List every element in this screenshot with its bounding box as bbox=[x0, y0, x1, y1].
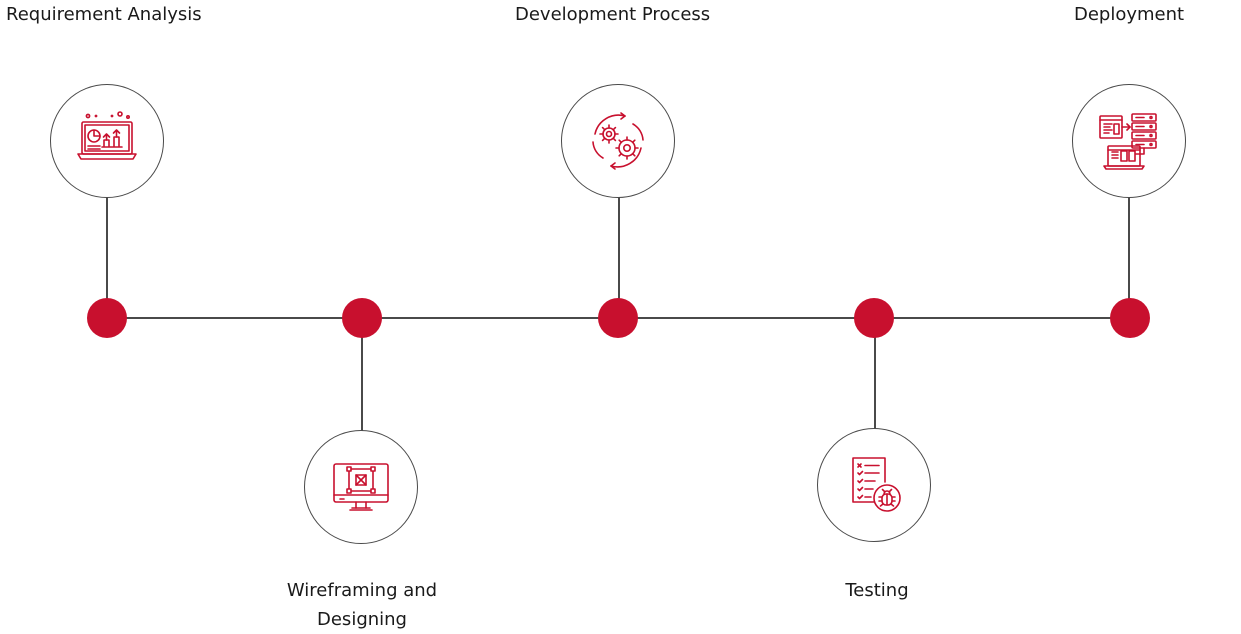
step-icon-circle-development-process bbox=[561, 84, 675, 198]
analytics-laptop-icon bbox=[77, 111, 137, 160]
timeline-dot-2 bbox=[342, 298, 382, 338]
step-label-requirement-analysis: Requirement Analysis bbox=[6, 4, 202, 25]
timeline-dot-1 bbox=[87, 298, 127, 338]
server-deploy-icon bbox=[1099, 113, 1157, 170]
gears-cycle-icon bbox=[592, 112, 644, 170]
connector-requirement-analysis bbox=[106, 196, 108, 300]
connector-deployment bbox=[1128, 196, 1130, 300]
step-icon-circle-testing bbox=[817, 428, 931, 542]
connector-development bbox=[618, 196, 620, 300]
timeline-dot-5 bbox=[1110, 298, 1150, 338]
step-icon-circle-wireframing bbox=[304, 430, 418, 544]
step-label-wireframing-line2: Designing bbox=[317, 609, 407, 630]
step-label-wireframing-line1: Wireframing and bbox=[286, 580, 438, 601]
step-label-deployment: Deployment bbox=[1074, 4, 1185, 25]
wireframe-monitor-icon bbox=[333, 463, 389, 511]
step-label-development-process: Development Process bbox=[515, 4, 711, 25]
step-label-wireframing: Wireframing and Designing bbox=[262, 576, 462, 634]
step-icon-circle-requirement-analysis bbox=[50, 84, 164, 198]
timeline-dot-4 bbox=[854, 298, 894, 338]
connector-testing bbox=[874, 336, 876, 430]
timeline-dot-3 bbox=[598, 298, 638, 338]
connector-wireframing bbox=[361, 336, 363, 432]
step-label-testing: Testing bbox=[845, 580, 909, 601]
step-icon-circle-deployment bbox=[1072, 84, 1186, 198]
checklist-bug-icon bbox=[852, 457, 901, 512]
